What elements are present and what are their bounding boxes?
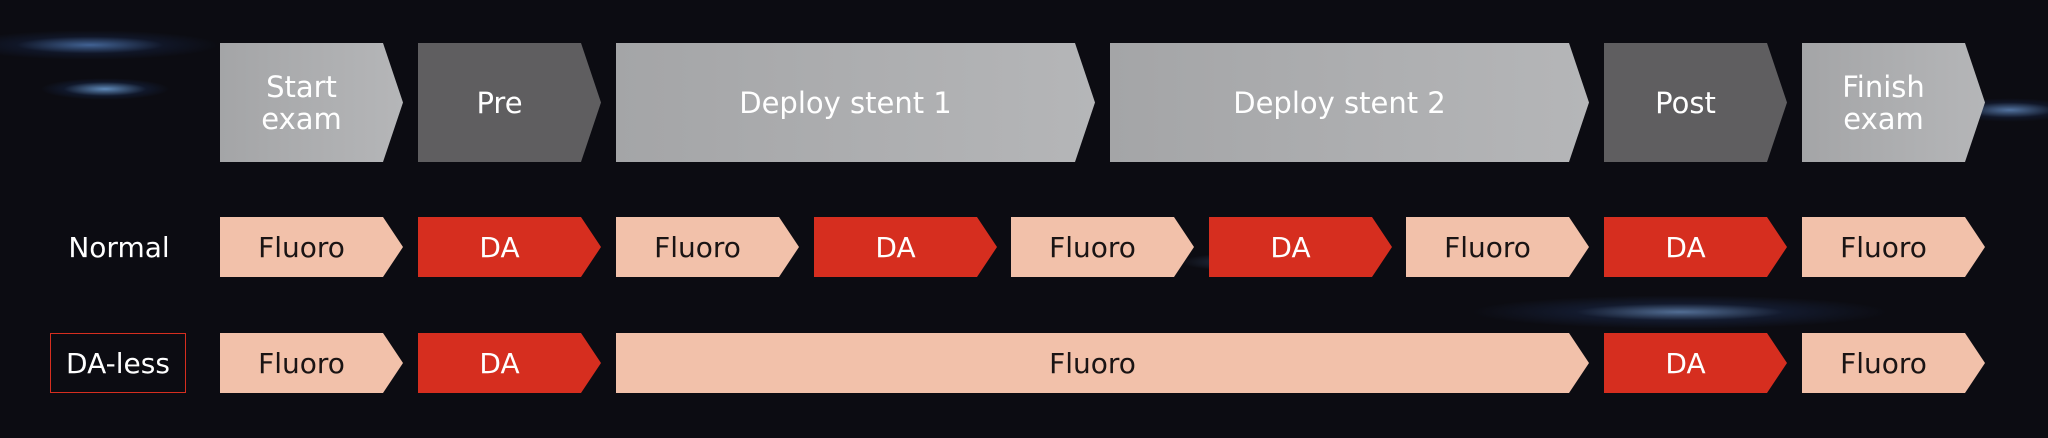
phase-label: Start exam [261, 69, 342, 136]
phase-deploy-stent-2: Deploy stent 2 [1110, 43, 1589, 162]
row-label-normal: Normal [68, 230, 170, 264]
normal-step-da: DA [814, 217, 997, 277]
phase-label: Deploy stent 2 [1233, 85, 1446, 120]
phase-label: Pre [476, 85, 523, 120]
daless-step-fluoro: Fluoro [1802, 333, 1985, 393]
step-label: DA [1665, 230, 1706, 264]
step-label: DA [479, 346, 520, 380]
normal-step-fluoro: Fluoro [1802, 217, 1985, 277]
step-label: Fluoro [258, 230, 345, 264]
step-label: Fluoro [1049, 346, 1136, 380]
daless-step-fluoro-long: Fluoro [616, 333, 1589, 393]
row-label-da-less: DA-less [50, 333, 186, 393]
step-label: DA [1665, 346, 1706, 380]
normal-step-fluoro: Fluoro [220, 217, 403, 277]
step-label: Fluoro [1840, 346, 1927, 380]
step-label: Fluoro [1444, 230, 1531, 264]
step-label: Fluoro [1049, 230, 1136, 264]
daless-step-da: DA [1604, 333, 1787, 393]
daless-step-fluoro: Fluoro [220, 333, 403, 393]
phase-label: Post [1655, 85, 1716, 120]
normal-step-fluoro: Fluoro [1406, 217, 1589, 277]
step-label: Fluoro [258, 346, 345, 380]
daless-step-da: DA [418, 333, 601, 393]
phase-label: Finish exam [1842, 69, 1925, 136]
step-label: DA [479, 230, 520, 264]
background-glow [1470, 295, 1890, 329]
phase-start-exam: Start exam [220, 43, 403, 162]
background-glow [0, 30, 220, 60]
step-label: DA [1270, 230, 1311, 264]
step-label: DA [875, 230, 916, 264]
step-label: Fluoro [1840, 230, 1927, 264]
normal-step-fluoro: Fluoro [1011, 217, 1194, 277]
phase-pre: Pre [418, 43, 601, 162]
normal-step-da: DA [1209, 217, 1392, 277]
phase-label: Deploy stent 1 [739, 85, 952, 120]
phase-post: Post [1604, 43, 1787, 162]
step-label: Fluoro [654, 230, 741, 264]
normal-step-fluoro: Fluoro [616, 217, 799, 277]
normal-step-da: DA [418, 217, 601, 277]
phase-finish-exam: Finish exam [1802, 43, 1985, 162]
normal-step-da: DA [1604, 217, 1787, 277]
background-glow [40, 78, 170, 100]
phase-deploy-stent-1: Deploy stent 1 [616, 43, 1095, 162]
